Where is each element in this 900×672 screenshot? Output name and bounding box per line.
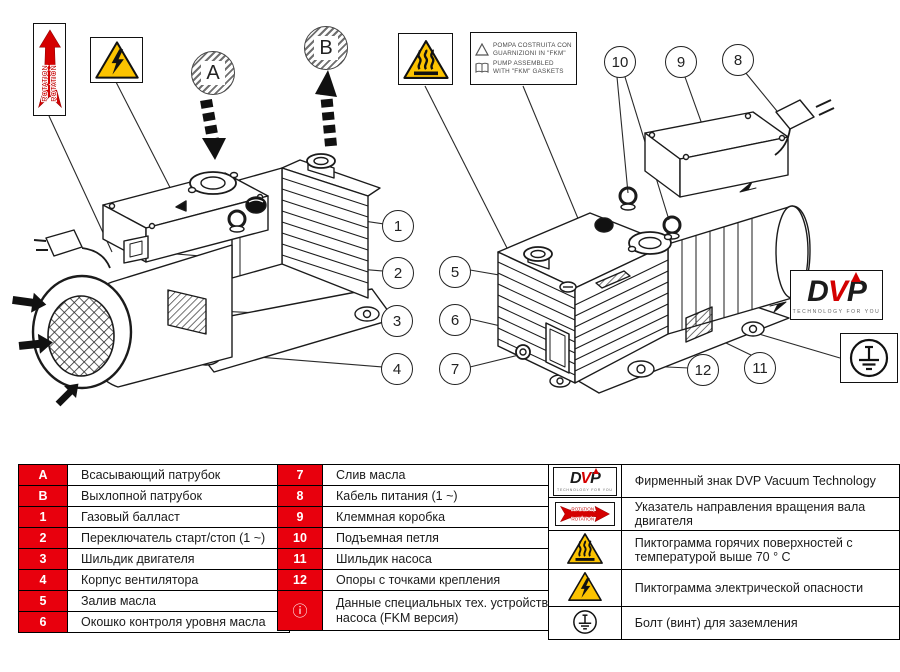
earth-symbol-icon [849,338,889,378]
dvp-logo: DVP TECHNOLOGY FOR YOU [790,270,883,320]
callout-9: 9 [665,46,697,78]
callout-12: 12 [687,354,719,386]
hot-surface-icon [398,33,453,85]
fkm-line-3: PUMP ASSEMBLED [493,60,554,67]
rotation-direction-icon: ROTATION ROTATION [33,23,66,116]
dvp-v-accent [851,272,862,282]
electrical-hazard-icon [90,37,143,83]
manual-book-icon [475,62,489,73]
callout-outlet-B: B [304,26,348,70]
svg-text:ROTATION: ROTATION [571,516,594,521]
rotation-word: ROTATION [48,65,57,101]
table-row: Пиктограмма горячих поверхностей с темпе… [548,530,900,570]
dvp-wordmark: DVP [807,272,867,307]
fkm-line-4: WITH "FKM" GASKETS [493,67,564,75]
fkm-row-italian: POMPA COSTRUITA CON GUARNIZIONI IN "FKM" [475,42,572,57]
callout-5: 5 [439,256,471,288]
pump-left-drawing [31,153,395,390]
fkm-line-1: POMPA COSTRUITA CON [493,42,572,49]
hot-surface-triangle-icon [402,39,449,79]
dvp-logo-icon: DVP TECHNOLOGY FOR YOU [552,466,617,496]
ground-bolt-icon [840,333,898,383]
lightning-triangle-icon [94,41,139,79]
ground-bolt-legend-icon [573,609,597,634]
callout-inlet-A: A [191,51,235,95]
table-row: ROTATION ROTATION Указатель направления … [548,497,900,531]
callout-11: 11 [744,352,776,384]
electrical-hazard-legend-icon [568,572,602,601]
callout-3: 3 [381,305,413,337]
callout-4: 4 [381,353,413,385]
rotation-word: ROTATION [39,65,48,101]
table-row: Болт (винт) для заземления [548,606,900,640]
rotation-arrow-vertical: ROTATION ROTATION [37,29,62,109]
callout-1: 1 [382,210,414,242]
table-row: DVP TECHNOLOGY FOR YOU Фирменный знак DV… [548,464,900,498]
fkm-gasket-label: POMPA COSTRUITA CON GUARNIZIONI IN "FKM"… [470,32,577,85]
pump-right-drawing [497,99,835,394]
warning-triangle-icon [475,43,489,56]
svg-text:ROTATION: ROTATION [571,506,594,511]
callout-6: 6 [439,304,471,336]
callout-7: 7 [439,353,471,385]
table-row: Пиктограмма электрической опасности [548,569,900,607]
dvp-tagline: TECHNOLOGY FOR YOU [792,309,881,315]
pump-diagrams [12,70,841,407]
callout-10: 10 [604,46,636,78]
legend-table-symbols: DVP TECHNOLOGY FOR YOU Фирменный знак DV… [548,464,900,640]
callout-2: 2 [382,257,414,289]
hot-surface-legend-icon [566,533,603,564]
rotation-arrow-icon: ROTATION ROTATION [554,501,615,526]
callout-8: 8 [722,44,754,76]
info-circle-icon: ⓘ [277,590,323,631]
fkm-line-2: GUARNIZIONI IN "FKM" [493,49,566,57]
fkm-row-english: PUMP ASSEMBLED WITH "FKM" GASKETS [475,60,572,75]
flow-arrows [12,70,337,407]
dvp-v-accent [592,467,599,474]
